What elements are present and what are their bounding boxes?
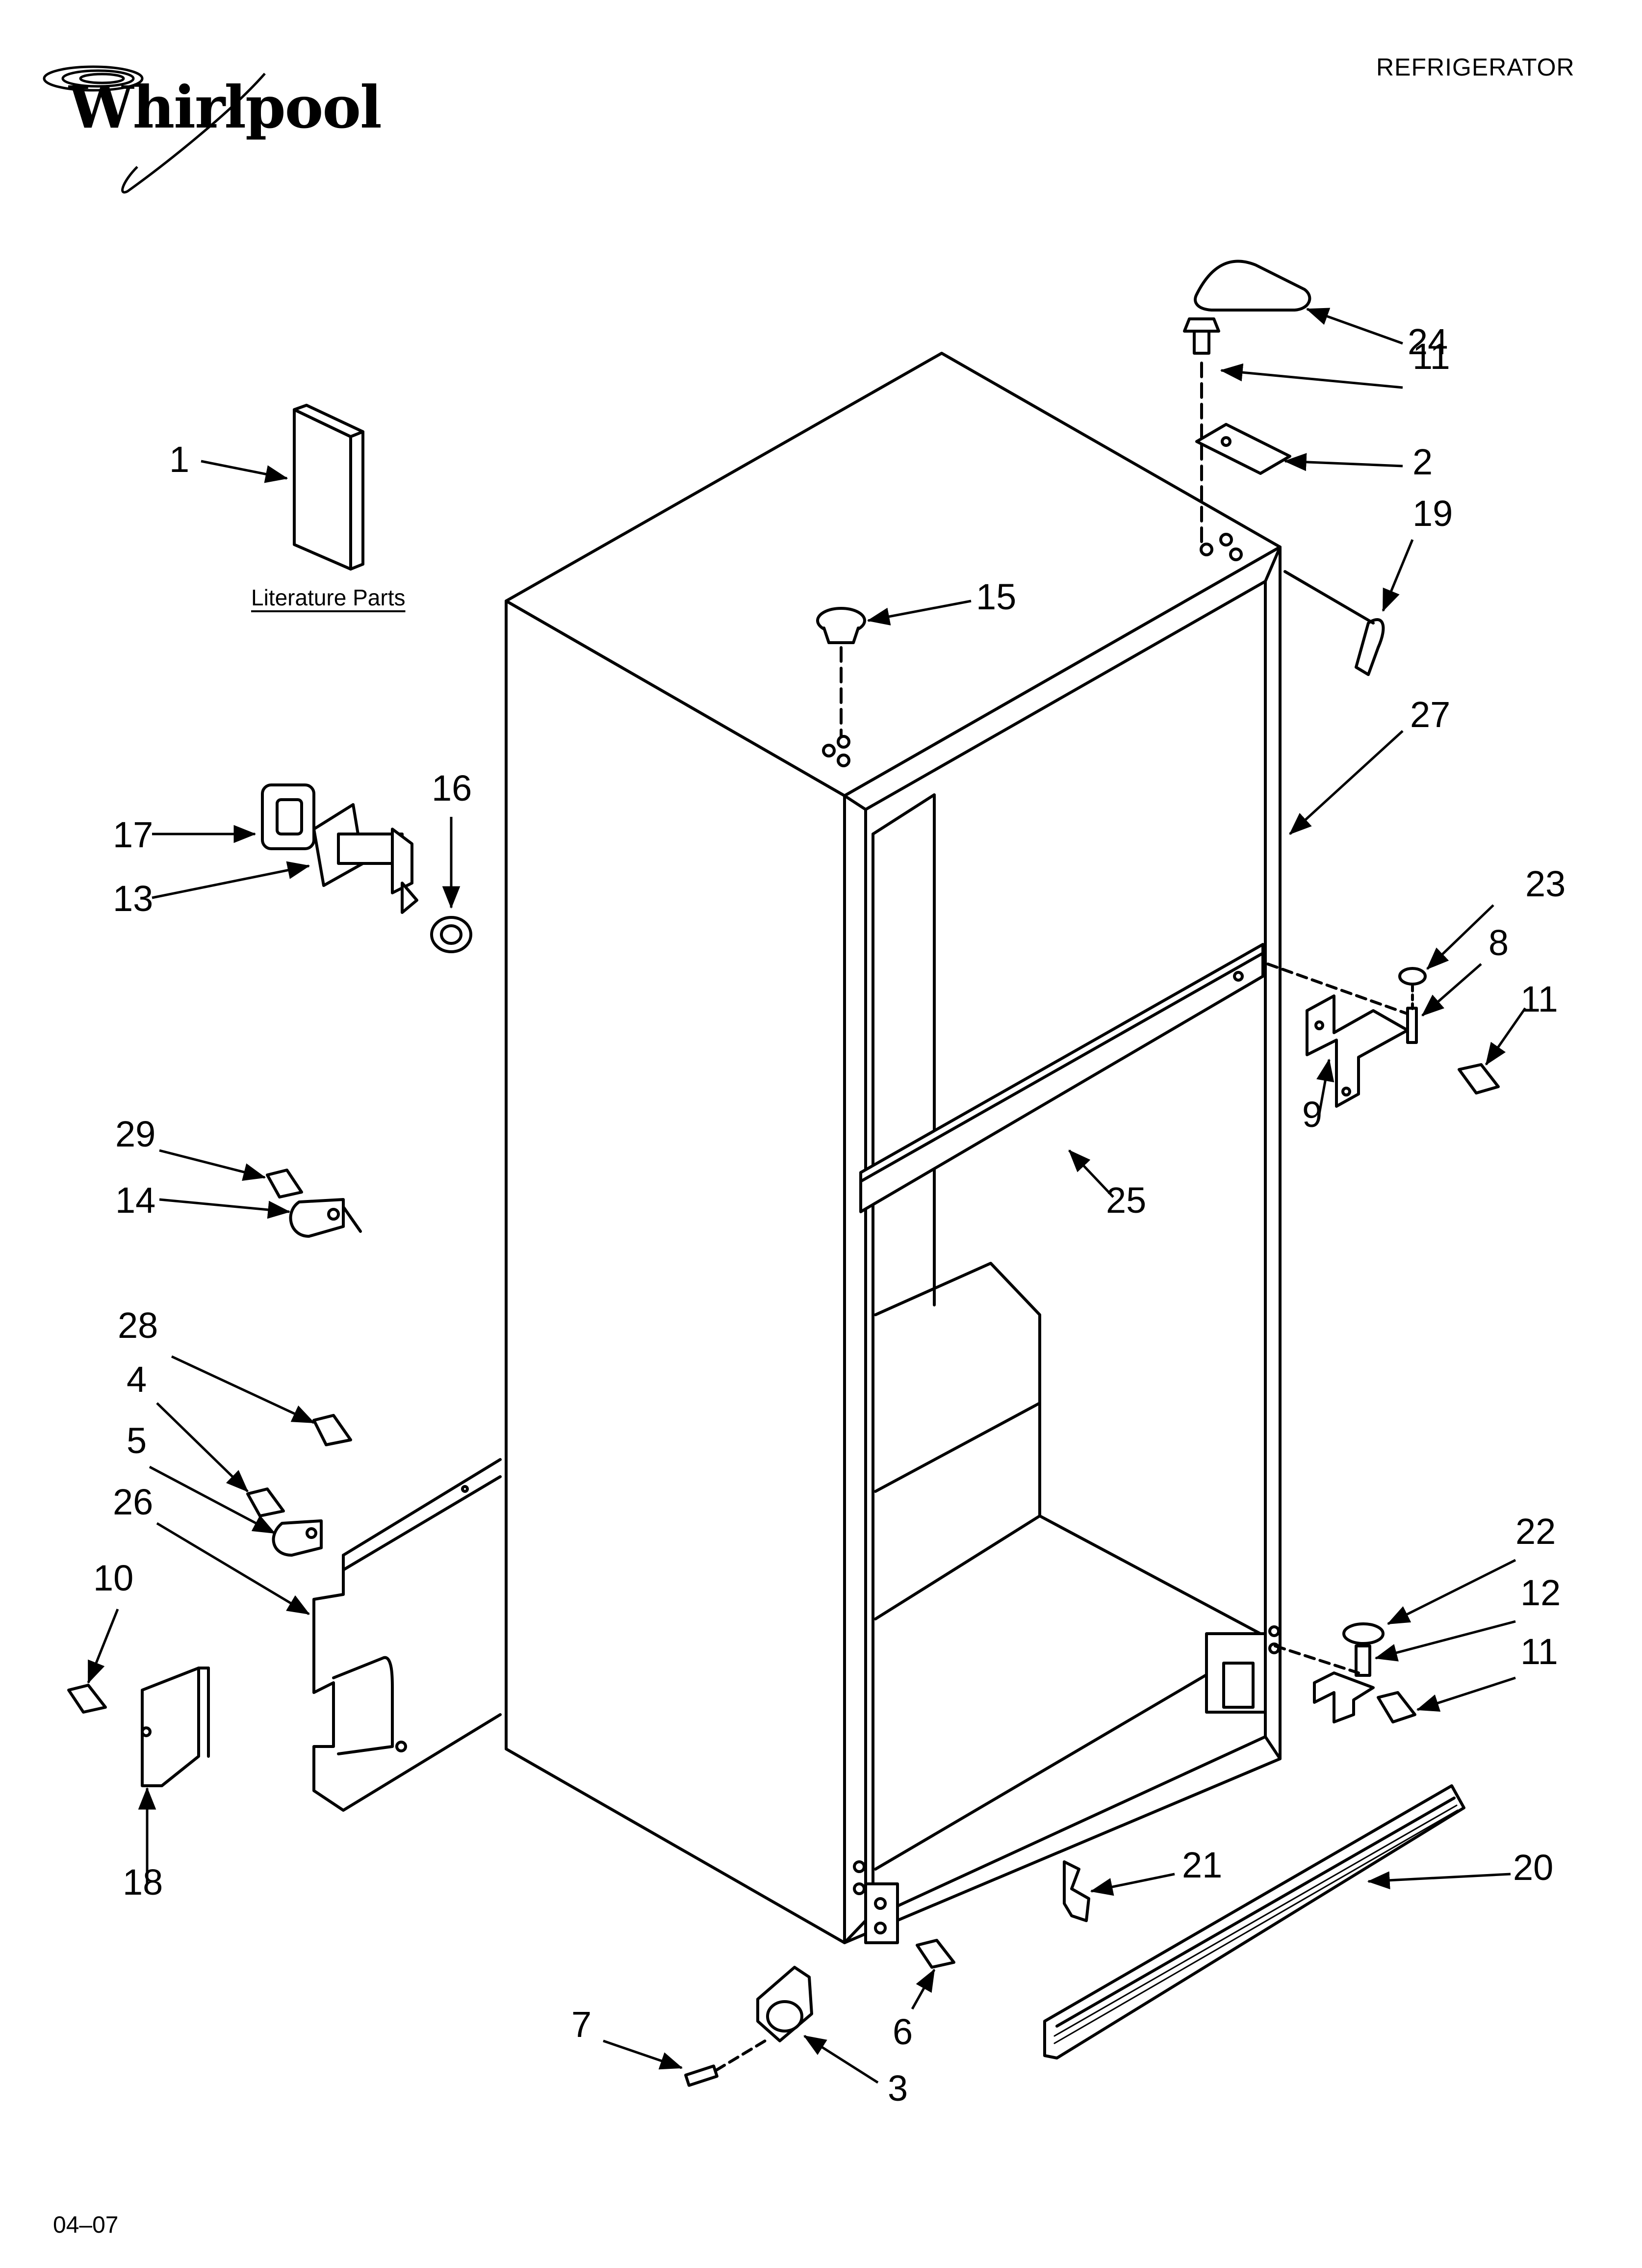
callout-20: 20 xyxy=(1513,1847,1554,1888)
callout-5: 5 xyxy=(127,1420,147,1461)
roller-assembly xyxy=(756,1966,813,2042)
callout-28: 28 xyxy=(118,1305,158,1346)
callout-7: 7 xyxy=(571,2004,592,2045)
hinge-pin xyxy=(1406,1007,1418,1044)
callout-4: 4 xyxy=(127,1359,147,1400)
callout-23: 23 xyxy=(1525,863,1566,904)
whirlpool-logo-swirl-icon xyxy=(43,65,266,194)
refrigerator-cabinet xyxy=(505,352,1282,1944)
roller-pin xyxy=(684,2064,718,2087)
grille-clip xyxy=(1063,1860,1090,1922)
callout-12: 12 xyxy=(1520,1572,1561,1613)
callout-8: 8 xyxy=(1488,922,1509,963)
lower-hinge-pin xyxy=(1355,1644,1371,1677)
callout-11-top: 11 xyxy=(1412,336,1450,377)
tubing-clamp xyxy=(289,1198,345,1238)
hinge-washer xyxy=(1398,967,1427,986)
callout-6: 6 xyxy=(893,2011,913,2052)
callout-13: 13 xyxy=(113,878,154,919)
top-hinge-screw xyxy=(1183,317,1220,355)
callout-17: 17 xyxy=(113,814,154,855)
callout-3: 3 xyxy=(888,2068,908,2109)
cover-screw xyxy=(312,1414,352,1446)
callout-24: 24 xyxy=(1408,321,1448,362)
clamp-screw-lower xyxy=(246,1487,285,1517)
callout-leaders xyxy=(87,308,1527,2084)
callout-26: 26 xyxy=(113,1482,154,1522)
top-hinge-bracket xyxy=(1195,423,1291,475)
center-hinge-bracket xyxy=(1306,994,1409,1108)
lower-hinge-screw xyxy=(1377,1691,1416,1723)
callout-27: 27 xyxy=(1410,694,1451,735)
toe-grille xyxy=(1043,1784,1465,2059)
callout-21: 21 xyxy=(1182,1845,1223,1885)
callout-25: 25 xyxy=(1106,1180,1147,1221)
literature-parts-booklet xyxy=(293,404,364,571)
brand-logo: Whirlpool xyxy=(69,73,382,141)
diagram-title: REFRIGERATOR xyxy=(1376,53,1575,81)
callout-15: 15 xyxy=(976,576,1017,617)
literature-parts-label: Literature Parts xyxy=(251,585,406,610)
hinge-shim xyxy=(1355,618,1385,676)
lower-hinge-bracket xyxy=(1313,1671,1375,1723)
hinge-cover-cap xyxy=(1194,260,1311,312)
callout-10: 10 xyxy=(93,1558,134,1598)
callout-29: 29 xyxy=(115,1114,156,1154)
access-cover xyxy=(141,1667,200,1787)
clamp-screw xyxy=(266,1169,303,1199)
door-stop-assembly xyxy=(312,803,418,914)
callout-9: 9 xyxy=(1302,1094,1323,1135)
callout-19: 19 xyxy=(1412,493,1453,534)
callout-14: 14 xyxy=(115,1180,156,1221)
machine-compartment-cover xyxy=(312,1458,502,1812)
roller-screw xyxy=(916,1939,955,1969)
callout-11-lower: 11 xyxy=(1520,1631,1558,1672)
revision-date: 04–07 xyxy=(53,2212,119,2238)
cover-screw-side xyxy=(67,1684,107,1714)
callout-1: 1 xyxy=(169,439,190,480)
lower-hinge-washer xyxy=(1342,1622,1385,1645)
door-stop-gasket xyxy=(261,783,315,850)
callout-16: 16 xyxy=(432,768,472,808)
callout-2: 2 xyxy=(1412,442,1433,482)
callout-22: 22 xyxy=(1515,1511,1556,1552)
callout-18: 18 xyxy=(123,1862,163,1903)
callout-11-center: 11 xyxy=(1520,979,1558,1019)
center-hinge-screw xyxy=(1458,1063,1500,1095)
